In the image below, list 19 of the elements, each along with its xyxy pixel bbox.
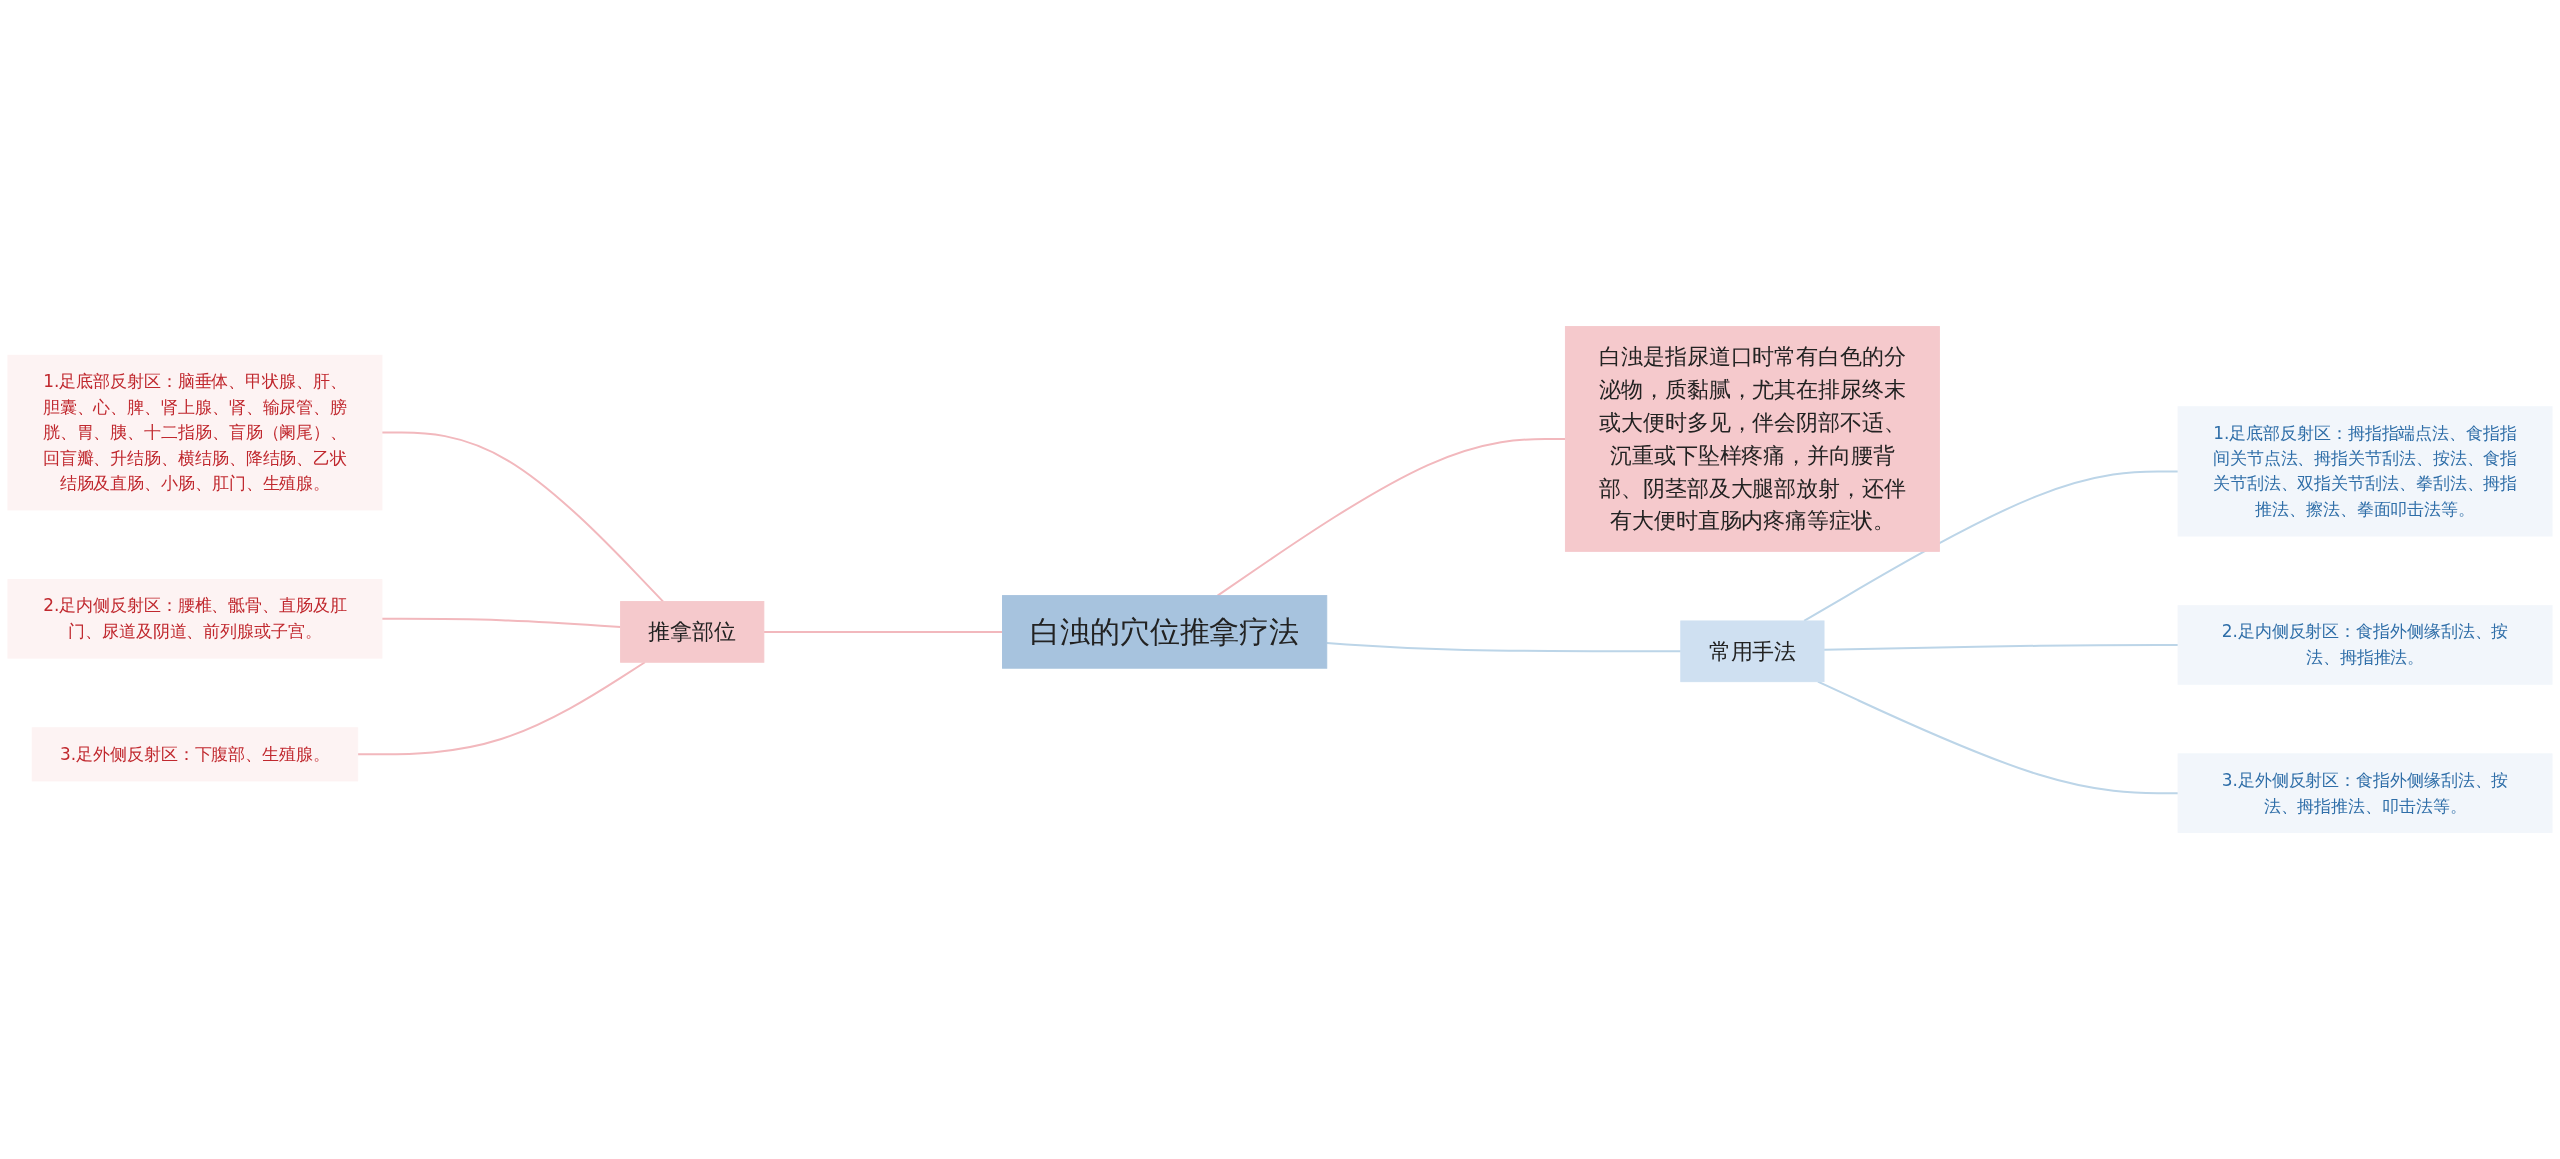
node-box: 白浊是指尿道口时常有白色的分泌物，质黏腻，尤其在排尿终末或大便时多见，伴会阴部不适、沉重或下坠样疼痛，并向腰背部、阴茎部及大腿部放射，还伴有大便时直肠内疼痛等症状。 [1564, 326, 1940, 552]
node-box: 常用手法 [1680, 620, 1825, 683]
connector [1803, 470, 2180, 622]
connector [1216, 437, 1567, 597]
node-box: 推拿部位 [620, 601, 765, 663]
connector [1823, 643, 2180, 651]
node-box: 3.足外侧反射区：下腹部、生殖腺。 [31, 727, 359, 782]
node-box: 2.足内侧反射区：食指外侧缘刮法、按法、拇指推法。 [2177, 605, 2553, 685]
connector [380, 617, 622, 628]
connector [1816, 680, 2180, 795]
connector [762, 630, 1004, 633]
connector [356, 661, 646, 756]
node-box: 1.足底部反射区：拇指指端点法、食指指间关节点法、拇指关节刮法、按法、食指关节刮法、双指关节刮法、拳刮法、拇指推法、擦法、拳面叩击法等。 [2177, 406, 2553, 537]
node-box: 1.足底部反射区：脑垂体、甲状腺、肝、胆囊、心、脾、肾上腺、肾、输尿管、膀胱、胃、胰、十二指肠、盲肠（阑尾）、回盲瓣、升结肠、横结肠、降结肠、乙状结肠及直肠、小肠、肛门、生殖腺。 [7, 354, 383, 511]
connector [380, 431, 665, 603]
node-box: 白浊的穴位推拿疗法 [1002, 595, 1328, 669]
node-box: 3.足外侧反射区：食指外侧缘刮法、按法、拇指推法、叩击法等。 [2177, 753, 2553, 833]
node-box: 2.足内侧反射区：腰椎、骶骨、直肠及肛门、尿道及阴道、前列腺或子宫。 [7, 579, 383, 659]
connector [1325, 642, 1682, 653]
